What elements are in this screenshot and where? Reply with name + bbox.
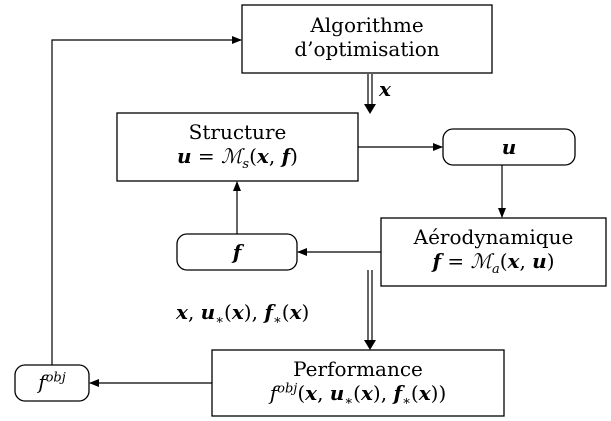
edge-fobj-optim [51, 36, 242, 365]
optim-box [241, 4, 493, 74]
optim-line1: Algorithme [310, 13, 424, 37]
structure-equation: u = ℳs(x, f) [177, 144, 298, 172]
structure-label: Structure u = ℳs(x, f) [117, 120, 358, 172]
perf-label: Performance fobj(x, u∗(x), f∗(x)) [212, 357, 504, 409]
perf-box [211, 349, 505, 417]
aero-title: Aérodynamique [413, 225, 574, 249]
structure-box [116, 112, 359, 182]
fobj-var-label: fobj [38, 370, 66, 394]
edge-aero-perf [364, 270, 376, 350]
optim-label: Algorithme d’optimisation [242, 13, 492, 61]
perf-title: Performance [293, 357, 423, 381]
aero-label: Aérodynamique f = ℳa(x, u) [381, 225, 606, 277]
aero-box [380, 217, 607, 287]
u-var-box [442, 128, 576, 166]
edge-optim-structure [364, 74, 376, 114]
f-var-label: f [232, 240, 242, 264]
edge-x-label: x [379, 77, 391, 101]
u-var-label: u [501, 135, 517, 159]
edge-bundle-label: x, u∗(x), f∗(x) [176, 300, 310, 328]
perf-equation: fobj(x, u∗(x), f∗(x)) [269, 381, 447, 409]
optim-line2: d’optimisation [294, 37, 440, 61]
structure-title: Structure [188, 120, 287, 144]
aero-equation: f = ℳa(x, u) [432, 249, 555, 277]
